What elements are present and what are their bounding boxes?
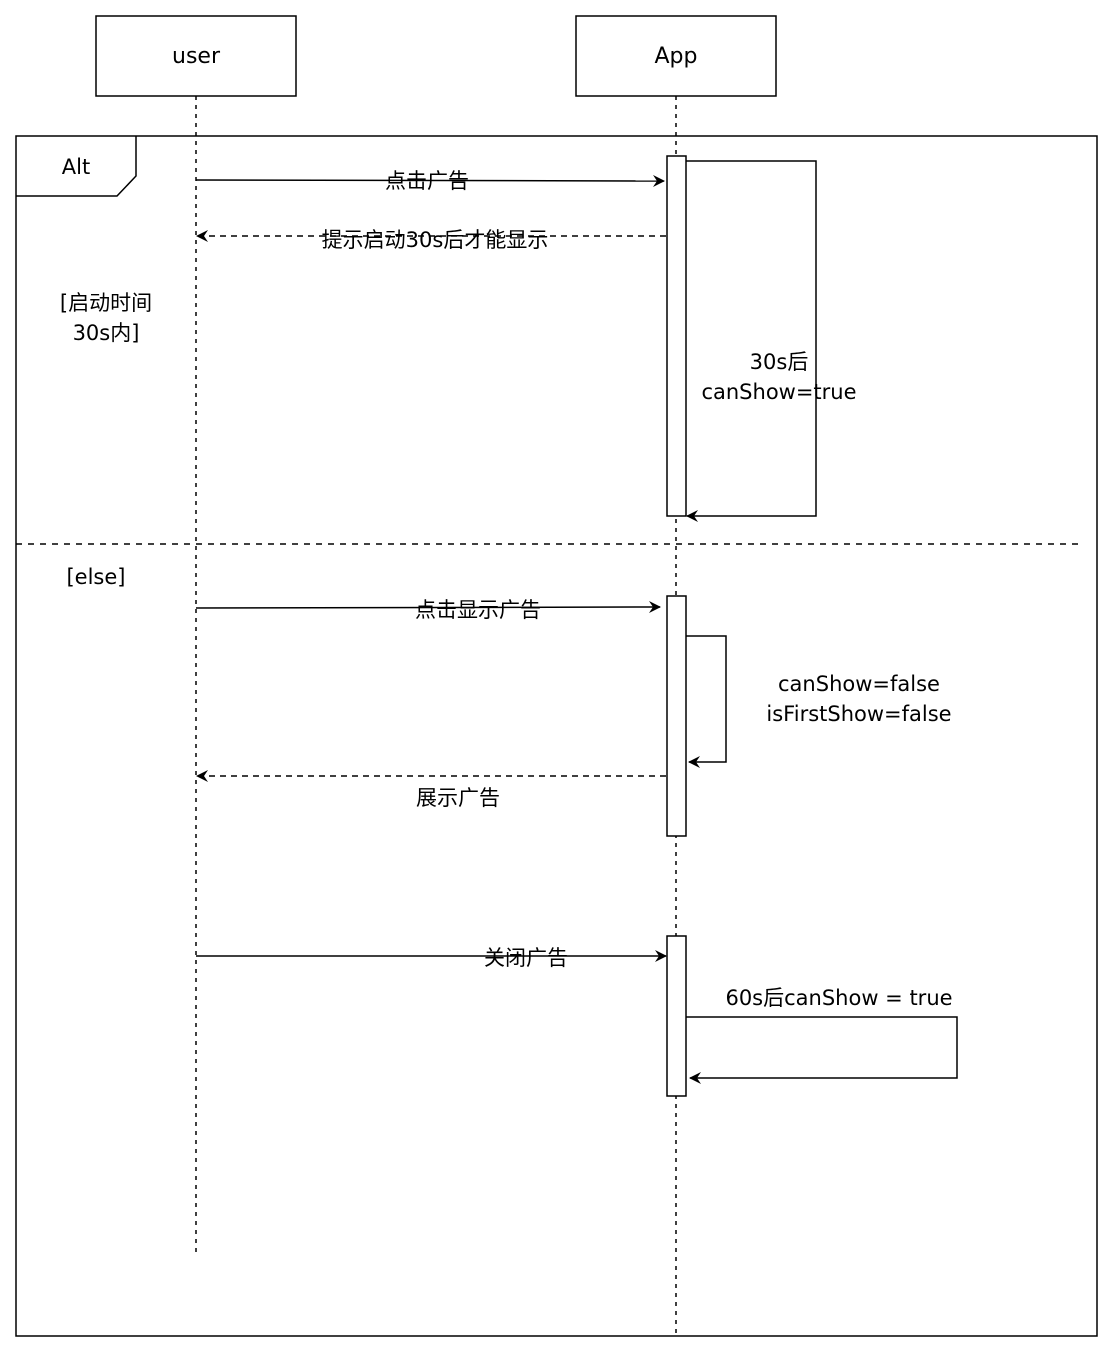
participant-user-label: user [172, 44, 221, 69]
guard-1-line-1: [启动时间 [60, 291, 152, 315]
self-message-after-30s-line-1: 30s后 [750, 350, 809, 374]
message-click-show-ad-label: 点击显示广告 [415, 598, 541, 622]
message-show-ad-label: 展示广告 [416, 786, 500, 810]
self-message-after-60s: 60s后canShow = true [686, 986, 958, 1084]
message-click-show-ad: 点击显示广告 [195, 598, 661, 622]
activation-bar-2 [666, 595, 687, 837]
message-show-ad: 展示广告 [196, 770, 666, 810]
alt-operator-label: Alt [62, 155, 90, 179]
activation-bar-1 [666, 155, 687, 517]
message-hint-30s: 提示启动30s后才能显示 [196, 228, 666, 252]
message-hint-30s-label: 提示启动30s后才能显示 [322, 228, 549, 252]
participant-app[interactable]: App [575, 15, 777, 97]
self-message-flags: canShow=false isFirstShow=false [686, 635, 952, 768]
self-message-flags-line-2: isFirstShow=false [766, 702, 951, 726]
alt-fragment: Alt [启动时间 30s内] [else] [15, 135, 1098, 1337]
alt-fragment-tab [16, 136, 137, 197]
self-message-after-60s-label: 60s后canShow = true [725, 986, 952, 1010]
message-click-ad: 点击广告 [195, 169, 665, 193]
guard-1-line-2: 30s内] [73, 321, 140, 345]
message-close-ad-label: 关闭广告 [484, 946, 568, 970]
participant-user[interactable]: user [95, 15, 297, 97]
message-click-ad-label: 点击广告 [385, 169, 469, 193]
self-message-after-30s: 30s后 canShow=true [686, 160, 857, 522]
guard-2: [else] [66, 565, 125, 589]
participant-app-label: App [655, 44, 698, 69]
message-close-ad: 关闭广告 [196, 946, 667, 970]
alt-fragment-frame [15, 135, 1098, 1337]
self-message-after-30s-line-2: canShow=true [701, 380, 856, 404]
self-message-flags-line-1: canShow=false [778, 672, 940, 696]
activation-bar-3 [666, 935, 687, 1097]
